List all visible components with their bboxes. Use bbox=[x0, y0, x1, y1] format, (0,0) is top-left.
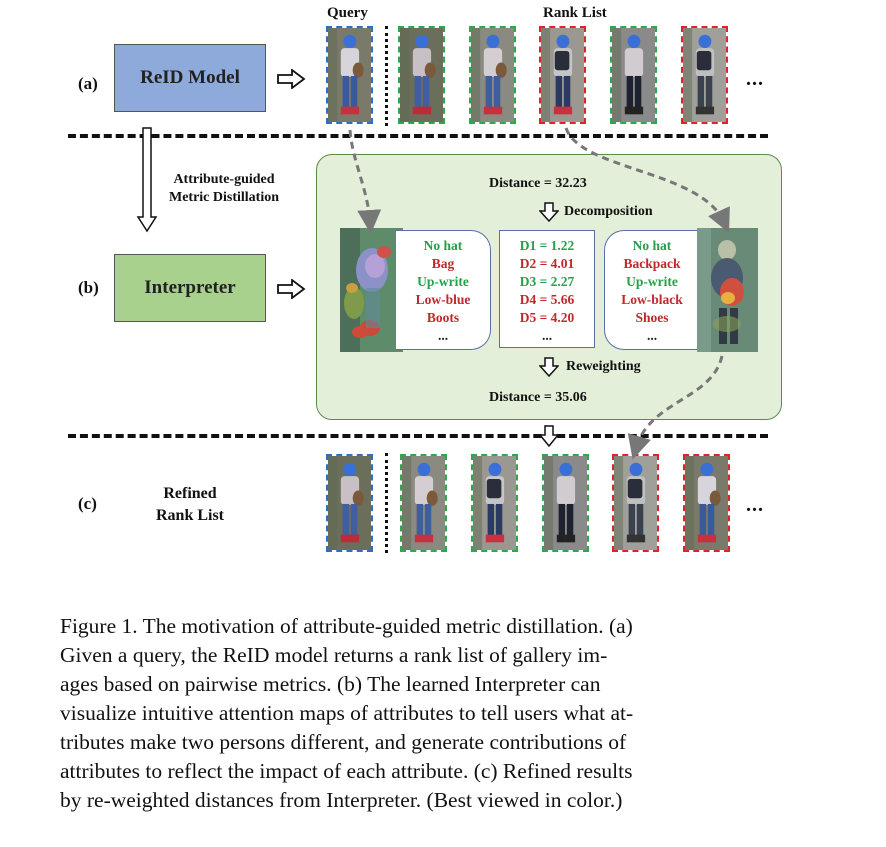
connector-arrows bbox=[348, 127, 730, 460]
distance-before: Distance = 32.23 bbox=[489, 176, 587, 191]
distillation-line1: Attribute-guided bbox=[173, 172, 275, 187]
reweighting-label: Reweighting bbox=[566, 359, 641, 374]
gallery-attrs-item: Backpack bbox=[623, 256, 681, 271]
refined-line1: Refined bbox=[163, 485, 217, 502]
gallery-attrs-item: Low-black bbox=[621, 292, 683, 307]
query-attrs-item: ... bbox=[437, 328, 449, 343]
gallery-image-mismatch bbox=[683, 454, 730, 552]
query-attention-map bbox=[340, 228, 403, 352]
gallery-image-match bbox=[398, 26, 445, 124]
query-image bbox=[326, 26, 373, 124]
gallery-image-match bbox=[542, 454, 589, 552]
query-image bbox=[326, 454, 373, 552]
gallery-image-match bbox=[471, 454, 518, 552]
separator-top bbox=[68, 134, 768, 138]
query-separator bbox=[385, 26, 388, 126]
gallery-attrs-item: No hat bbox=[632, 238, 672, 253]
person-thumbnail bbox=[473, 456, 516, 550]
query-attrs-item: Boots bbox=[426, 310, 460, 325]
refined-rank-list-label: Refined Rank List bbox=[140, 483, 240, 527]
person-thumbnail bbox=[541, 28, 584, 122]
gallery-attrs-item: ... bbox=[646, 328, 658, 343]
gallery-image-match bbox=[610, 26, 657, 124]
person-thumbnail bbox=[612, 28, 655, 122]
refined-line2: Rank List bbox=[155, 507, 225, 524]
distances-item: D4 = 5.66 bbox=[519, 292, 575, 307]
gallery-image-mismatch bbox=[612, 454, 659, 552]
person-thumbnail bbox=[614, 456, 657, 550]
query-attrs-item: Up-write bbox=[417, 274, 469, 289]
down-arrow-small-icon bbox=[538, 202, 560, 227]
query-attrs-item: Low-blue bbox=[415, 292, 471, 307]
caption-line: visualize intuitive attention maps of at… bbox=[60, 701, 634, 725]
person-thumbnail bbox=[328, 28, 371, 122]
down-arrow-small-icon bbox=[538, 425, 560, 452]
row-b-label: (b) bbox=[78, 278, 99, 297]
rank-list-header: Rank List bbox=[543, 5, 607, 21]
distillation-line2: Metric Distillation bbox=[168, 190, 280, 205]
caption-line: tributes make two persons different, and… bbox=[60, 730, 627, 754]
arrow-right-icon bbox=[276, 278, 306, 304]
gallery-image-match bbox=[469, 26, 516, 124]
row-a-label: (a) bbox=[78, 74, 98, 93]
person-thumbnail bbox=[544, 456, 587, 550]
caption-line: Figure 1. The motivation of attribute-gu… bbox=[60, 614, 633, 638]
caption-line: Given a query, the ReID model returns a … bbox=[60, 643, 608, 667]
figure-caption: Figure 1. The motivation of attribute-gu… bbox=[60, 612, 790, 815]
arrow-right-icon bbox=[276, 68, 306, 94]
query-attrs-item: No hat bbox=[423, 238, 463, 253]
query-attrs-item: Bag bbox=[431, 256, 455, 271]
gallery-image-mismatch bbox=[681, 26, 728, 124]
reid-model-box: ReID Model bbox=[114, 44, 266, 112]
distances-item: D5 = 4.20 bbox=[519, 310, 575, 325]
person-thumbnail bbox=[402, 456, 445, 550]
caption-line: attributes to reflect the impact of each… bbox=[60, 759, 633, 783]
gallery-image-mismatch bbox=[539, 26, 586, 124]
distance-list: D1 = 1.22 D2 = 4.01 D3 = 2.27 D4 = 5.66 D5 =… bbox=[500, 231, 594, 345]
gallery-attrs-item: Shoes bbox=[635, 310, 669, 325]
decomposition-label: Decomposition bbox=[564, 204, 653, 219]
ellipsis-a: ... bbox=[746, 68, 764, 90]
distance-card: D1 = 1.22 D2 = 4.01 D3 = 2.27 D4 = 5.66 D5 =… bbox=[499, 230, 595, 348]
down-arrow-small-icon bbox=[538, 357, 560, 382]
caption-line: ages based on pairwise metrics. (b) The … bbox=[60, 672, 601, 696]
person-thumbnail bbox=[400, 28, 443, 122]
distances-item: D1 = 1.22 bbox=[519, 238, 575, 253]
separator-bottom bbox=[68, 434, 768, 438]
person-thumbnail bbox=[683, 28, 726, 122]
distances-item: D2 = 4.01 bbox=[519, 256, 575, 271]
distances-item: ... bbox=[541, 328, 553, 343]
row-c-label: (c) bbox=[78, 494, 97, 513]
distillation-label: Attribute-guided Metric Distillation bbox=[158, 171, 290, 207]
caption-line: by re-weighted distances from Interprete… bbox=[60, 788, 623, 812]
gallery-attention-map bbox=[697, 228, 758, 352]
query-header: Query bbox=[327, 5, 368, 21]
interpreter-box: Interpreter bbox=[114, 254, 266, 322]
distances-item: D3 = 2.27 bbox=[519, 274, 575, 289]
distance-after: Distance = 35.06 bbox=[489, 390, 587, 405]
person-thumbnail bbox=[685, 456, 728, 550]
ellipsis-c: ... bbox=[746, 494, 764, 516]
person-thumbnail bbox=[328, 456, 371, 550]
gallery-attrs-item: Up-write bbox=[626, 274, 678, 289]
query-separator bbox=[385, 453, 388, 553]
person-thumbnail bbox=[471, 28, 514, 122]
down-arrow-icon bbox=[136, 127, 158, 238]
gallery-image-match bbox=[400, 454, 447, 552]
